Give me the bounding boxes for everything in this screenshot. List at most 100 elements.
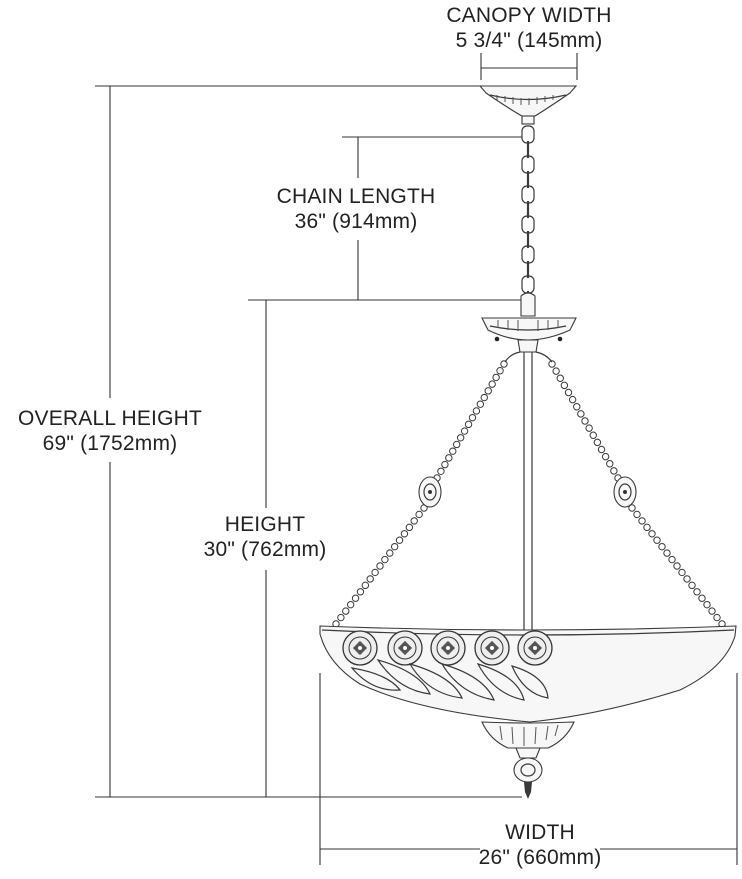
chain-bead: [601, 452, 610, 461]
chain-bead: [484, 387, 492, 395]
chain-bead: [437, 467, 445, 475]
chain-bead: [464, 420, 473, 429]
chain-bead: [688, 581, 696, 590]
chain-bead: [453, 440, 461, 449]
chain-bead: [577, 410, 585, 418]
chain-bead: [548, 360, 556, 368]
chain-bead: [441, 460, 449, 469]
overall-height-label: OVERALL HEIGHT 69" (1752mm): [0, 406, 220, 456]
chain-bead: [713, 613, 721, 622]
center-rod: [523, 352, 533, 630]
chain-bead: [346, 600, 355, 609]
canopy-width-label: CANOPY WIDTH 5 3/4" (145mm): [420, 3, 638, 53]
chain-bead: [573, 403, 581, 411]
hanging-plate: [481, 292, 577, 363]
height-title: HEIGHT: [224, 513, 306, 536]
chain-bead: [628, 504, 636, 512]
chain-bead: [366, 575, 374, 583]
chain-bead: [643, 523, 651, 532]
chain-bead: [581, 417, 589, 425]
bowl-medallion: [474, 630, 510, 666]
chain-bead: [468, 413, 477, 422]
bowl-medallion: [430, 630, 466, 666]
chain-bead: [386, 549, 394, 557]
overall-height-value: 69" (1752mm): [42, 432, 178, 455]
chain-bead: [381, 555, 389, 564]
chain-bead: [456, 434, 465, 442]
chain-bead: [606, 460, 614, 468]
height-value: 30" (762mm): [203, 538, 327, 561]
chain-bead: [673, 562, 681, 570]
chain-bead: [395, 536, 404, 544]
chain-bead: [405, 523, 414, 532]
chain-bead: [410, 517, 418, 525]
chain-bead: [472, 407, 481, 415]
chain-bead: [460, 427, 469, 435]
chain-link: [521, 125, 535, 144]
chain-bead: [449, 447, 457, 455]
bowl-medallion: [517, 630, 553, 666]
chain-bead: [638, 517, 646, 525]
chain-bead: [492, 373, 500, 382]
chain-bead: [658, 542, 666, 551]
chain-bead: [556, 374, 564, 382]
bottom-finial: [481, 721, 575, 799]
chain-bead: [663, 549, 671, 557]
chain-bead: [445, 454, 453, 462]
chain-bead: [597, 445, 606, 454]
chain-link: [521, 155, 535, 174]
chain-bead: [683, 575, 691, 583]
overall-height-title: OVERALL HEIGHT: [17, 407, 203, 430]
chain-bead: [560, 381, 569, 390]
chain-bead: [337, 613, 345, 622]
chain-bead: [703, 600, 711, 609]
canopy-width-value: 5 3/4" (145mm): [455, 29, 603, 52]
chain-bead: [633, 510, 641, 519]
canopy: [478, 85, 578, 125]
chain-bead: [488, 380, 496, 388]
chain-bead: [376, 562, 384, 570]
chain-bead: [361, 581, 370, 590]
chain-length-label: CHAIN LENGTH 36" (914mm): [245, 184, 467, 234]
chain-link: [521, 275, 535, 294]
chain-bead: [496, 367, 504, 375]
chain-bead: [593, 438, 602, 447]
chain-bead: [356, 588, 365, 596]
chain-bead: [648, 530, 656, 538]
chain-bead: [589, 431, 597, 439]
chain-bead: [610, 467, 618, 475]
dimension-lines: [95, 53, 738, 865]
bowl-medallion: [387, 630, 423, 666]
chain-bead: [351, 594, 360, 602]
chain-bead: [698, 594, 706, 602]
chain-length-title: CHAIN LENGTH: [276, 185, 436, 208]
chain-link: [521, 185, 535, 204]
chain-ornaments: [418, 476, 637, 508]
chain-link: [521, 215, 535, 234]
chain-bead: [678, 568, 686, 577]
chain-bead: [653, 536, 661, 544]
side-chains: [332, 360, 726, 628]
width-label: WIDTH 26" (660mm): [430, 820, 650, 870]
chain-bead: [568, 395, 577, 404]
chain-bead: [552, 367, 560, 375]
chain-bead: [500, 360, 508, 368]
chain-bead: [668, 555, 676, 564]
chain-bead: [480, 393, 488, 402]
chain-bead: [390, 542, 399, 551]
width-title: WIDTH: [505, 821, 575, 844]
chain-bead: [342, 607, 350, 615]
width-value: 26" (660mm): [478, 846, 602, 869]
chain-bead: [693, 588, 701, 596]
chain-bead: [708, 607, 716, 615]
canopy-width-title: CANOPY WIDTH: [446, 4, 612, 27]
chain-bead: [564, 388, 573, 397]
bowl-medallion: [342, 630, 378, 666]
bowl: [319, 625, 737, 723]
chain-bead: [400, 530, 409, 538]
chain-link: [521, 245, 535, 264]
chain-bead: [585, 424, 593, 432]
chain-bead: [415, 510, 423, 519]
chain: [521, 125, 535, 308]
